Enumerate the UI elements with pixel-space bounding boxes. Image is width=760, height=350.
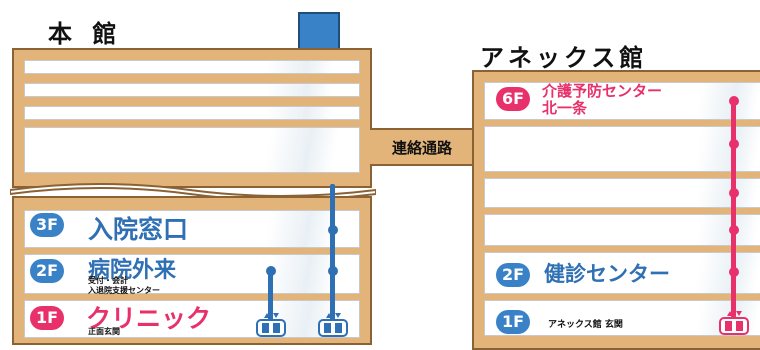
floor-2f-sub2: 入退院支援センター bbox=[88, 286, 160, 295]
annex-building bbox=[472, 70, 760, 350]
floor-1f-slot bbox=[24, 300, 360, 338]
annex-stop bbox=[729, 188, 739, 198]
elevator-line-2f bbox=[268, 270, 273, 322]
annex-2f-label[interactable]: 健診センター bbox=[544, 262, 670, 286]
annex-stop-2f bbox=[729, 267, 739, 277]
connecting-corridor: 連絡通路 bbox=[370, 128, 474, 166]
upper-floor-slot bbox=[24, 106, 360, 120]
elevator-stop-2f bbox=[266, 266, 276, 276]
floor-1f-label[interactable]: クリニック bbox=[86, 304, 212, 333]
annex-1f-label[interactable]: アネックス館 玄関 bbox=[548, 320, 623, 330]
upper-floor-slot bbox=[24, 127, 360, 173]
main-building-upper bbox=[12, 48, 372, 188]
annex-elevator-line bbox=[731, 98, 736, 318]
floor-2f-sub1: 受付・会計 bbox=[88, 276, 128, 285]
elevator-icon[interactable] bbox=[717, 306, 751, 336]
upper-floor-slot bbox=[24, 60, 360, 74]
annex-stop bbox=[729, 139, 739, 149]
main-building-title: 本 館 bbox=[48, 20, 123, 48]
annex-stop-6f bbox=[729, 96, 739, 106]
floor-2f-slot bbox=[24, 254, 360, 294]
upper-floor-slot bbox=[24, 83, 360, 97]
floor-badge-2f: 2F bbox=[30, 259, 64, 283]
floor-3f-label[interactable]: 入院窓口 bbox=[88, 215, 189, 244]
annex-badge-1f: 1F bbox=[496, 310, 530, 334]
annex-6f-label1[interactable]: 介護予防センター bbox=[542, 82, 663, 100]
annex-floor-6f-slot bbox=[484, 82, 760, 120]
elevator-line-3f bbox=[330, 184, 335, 322]
annex-floor-slot bbox=[484, 178, 760, 208]
corridor-label: 連絡通路 bbox=[391, 139, 452, 157]
annex-floor-slot bbox=[484, 214, 760, 246]
annex-6f-label2[interactable]: 北一条 bbox=[542, 99, 588, 117]
elevator-stop-2f-b bbox=[328, 266, 338, 276]
floor-badge-1f: 1F bbox=[30, 306, 64, 330]
floor-badge-3f: 3F bbox=[30, 213, 64, 237]
main-building-lower bbox=[12, 196, 372, 345]
floor-2f-label[interactable]: 病院外来 bbox=[88, 258, 177, 283]
rooftop-tower bbox=[298, 12, 340, 50]
annex-badge-2f: 2F bbox=[496, 263, 530, 287]
annex-floor-1f-slot bbox=[484, 300, 760, 336]
annex-floor-2f-slot bbox=[484, 252, 760, 294]
floor-3f-slot bbox=[24, 210, 360, 248]
annex-building-title: アネックス館 bbox=[480, 44, 648, 72]
elevator-icon[interactable] bbox=[254, 308, 288, 338]
annex-badge-6f: 6F bbox=[496, 87, 530, 111]
elevator-stop-3f bbox=[328, 225, 338, 235]
elevator-icon[interactable] bbox=[316, 308, 350, 338]
annex-floor-slot bbox=[484, 126, 760, 172]
floor-1f-sub: 正面玄関 bbox=[88, 327, 120, 336]
annex-stop bbox=[729, 225, 739, 235]
